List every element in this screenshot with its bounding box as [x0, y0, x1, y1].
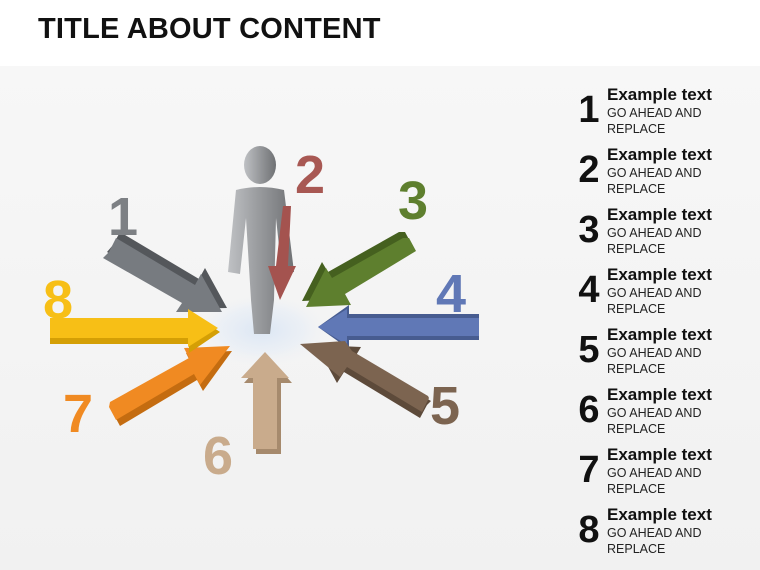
person-head: [244, 146, 276, 184]
legend-item-5: 5 Example text GO AHEAD AND REPLACE: [573, 324, 758, 384]
legend-text: GO AHEAD AND REPLACE: [607, 346, 702, 376]
arrow-5: [300, 341, 431, 418]
legend-item-4: 4 Example text GO AHEAD AND REPLACE: [573, 264, 758, 324]
diagram-number-3: 3: [398, 171, 428, 231]
legend-heading: Example text: [607, 85, 712, 104]
arrow-8-face: [50, 309, 218, 347]
diagram-number-8: 8: [43, 270, 73, 330]
legend-heading: Example text: [607, 505, 712, 524]
arrow-3-face: [306, 238, 416, 307]
legend-text: GO AHEAD AND REPLACE: [607, 226, 702, 256]
legend-text: GO AHEAD AND REPLACE: [607, 166, 702, 196]
arrow-8: [50, 309, 220, 353]
legend-item-8: 8 Example text GO AHEAD AND REPLACE: [573, 504, 758, 564]
legend-number: 1: [578, 89, 600, 131]
legend-number: 3: [578, 209, 600, 251]
legend-number: 6: [578, 389, 600, 431]
arrow-2-face: [268, 206, 296, 300]
legend-heading: Example text: [607, 445, 712, 464]
legend-item-6: 6 Example text GO AHEAD AND REPLACE: [573, 384, 758, 444]
legend-heading: Example text: [607, 265, 712, 284]
arrow-2: [268, 206, 296, 300]
arrow-3: [302, 232, 416, 307]
legend-number: 5: [578, 329, 600, 371]
title-bar: TITLE ABOUT CONTENT: [0, 0, 760, 66]
legend-number: 7: [578, 449, 600, 491]
arrow-4-face: [318, 309, 479, 345]
person-body: [228, 187, 294, 334]
arrow-5-face: [300, 341, 429, 412]
legend-text: GO AHEAD AND REPLACE: [607, 286, 702, 316]
legend-text: GO AHEAD AND REPLACE: [607, 406, 702, 436]
arrow-6: [241, 352, 292, 454]
legend-text: GO AHEAD AND REPLACE: [607, 106, 702, 136]
page-title: TITLE ABOUT CONTENT: [38, 13, 381, 45]
legend-text: GO AHEAD AND REPLACE: [607, 526, 702, 556]
arrow-6-face: [241, 352, 289, 449]
legend-number: 2: [578, 149, 600, 191]
legend-number: 8: [578, 509, 600, 551]
arrow-7: [109, 346, 232, 426]
arrow-1-face: [103, 238, 222, 312]
legend-heading: Example text: [607, 145, 712, 164]
diagram-number-1: 1: [108, 187, 138, 247]
legend-heading: Example text: [607, 385, 712, 404]
diagram-number-2: 2: [295, 145, 325, 205]
legend-text: GO AHEAD AND REPLACE: [607, 466, 702, 496]
diagram-number-6: 6: [203, 426, 233, 486]
legend-number: 4: [578, 269, 600, 311]
legend-heading: Example text: [607, 325, 712, 344]
person-figure: [228, 146, 294, 334]
legend-item-2: 2 Example text GO AHEAD AND REPLACE: [573, 144, 758, 204]
legend-heading: Example text: [607, 205, 712, 224]
legend-item-3: 3 Example text GO AHEAD AND REPLACE: [573, 204, 758, 264]
legend-item-1: 1 Example text GO AHEAD AND REPLACE: [573, 84, 758, 144]
arrow-7-face: [109, 346, 230, 420]
arrow-1: [103, 232, 227, 312]
arrow-4: [318, 305, 479, 349]
legend-item-7: 7 Example text GO AHEAD AND REPLACE: [573, 444, 758, 504]
diagram-number-7: 7: [63, 384, 93, 444]
diagram-number-5: 5: [430, 376, 460, 436]
diagram-number-4: 4: [436, 264, 466, 324]
